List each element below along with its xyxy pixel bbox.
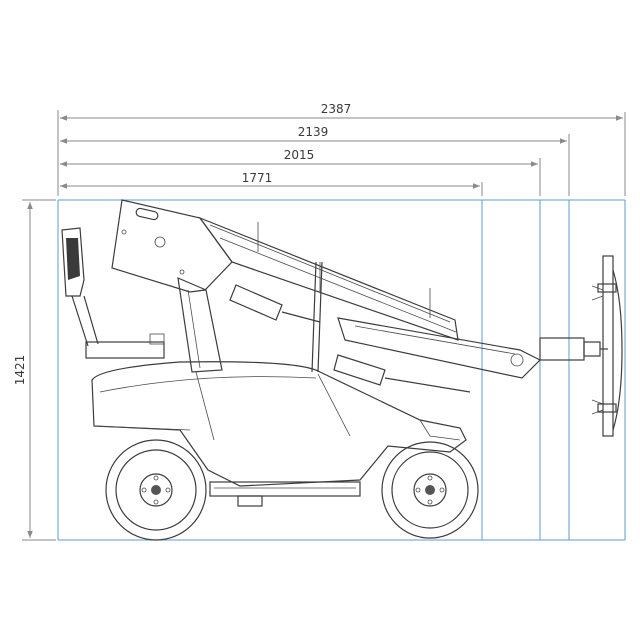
dim-label-2139: 2139 — [298, 125, 329, 139]
machine — [61, 199, 623, 541]
dim-label-1771: 1771 — [242, 171, 273, 185]
rear-wheel — [105, 439, 207, 541]
guide-lines — [57, 199, 626, 541]
dim-label-2387: 2387 — [321, 102, 352, 116]
undercarriage — [209, 481, 361, 507]
dim-label-2015: 2015 — [284, 148, 315, 162]
boom-beam — [198, 216, 459, 341]
vacuum-lifter-head — [539, 255, 623, 437]
boom-rear-box — [111, 199, 233, 293]
hydraulic-cylinders — [229, 261, 471, 393]
boom-extension — [337, 317, 542, 379]
mast — [177, 277, 223, 373]
chassis — [91, 361, 467, 487]
front-wheel — [381, 441, 479, 539]
dim-label-1421: 1421 — [13, 355, 27, 386]
vertical-dimension: 1421 — [13, 199, 56, 541]
horizontal-dimensions: 2387 2139 2015 1771 — [57, 102, 626, 196]
operator-console — [61, 227, 165, 359]
